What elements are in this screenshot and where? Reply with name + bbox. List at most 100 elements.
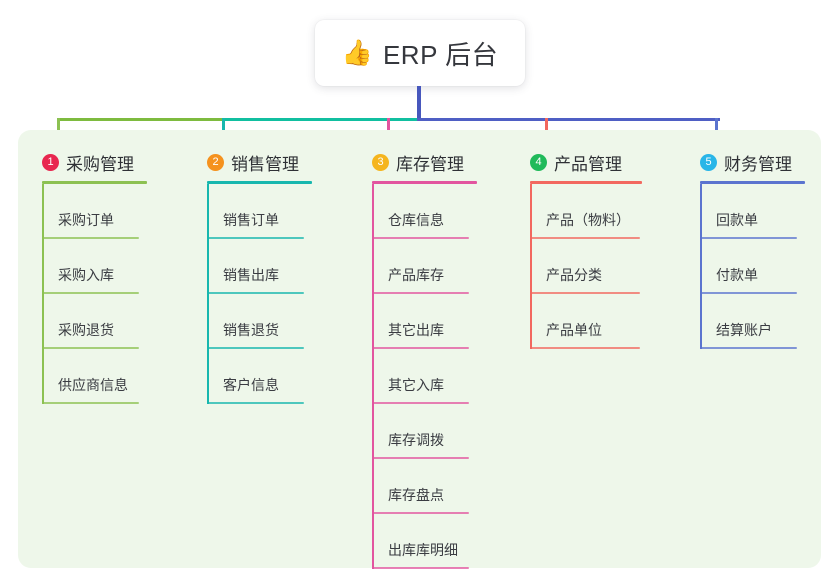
leaf-item[interactable]: 结算账户 xyxy=(700,294,805,349)
leaf-item-label: 付款单 xyxy=(716,267,758,283)
leaf-item-label: 库存调拨 xyxy=(388,432,444,448)
leaf-item-label: 库存盘点 xyxy=(388,487,444,503)
leaf-item-rule xyxy=(207,347,304,349)
leaf-item-label: 销售订单 xyxy=(223,212,279,228)
leaf-item-label: 产品分类 xyxy=(546,267,602,283)
column-header-3[interactable]: 3 库存管理 xyxy=(372,148,477,176)
column-spine xyxy=(207,184,209,404)
column-spine xyxy=(530,184,532,349)
leaf-item-label: 其它入库 xyxy=(388,377,444,393)
column-header-rule xyxy=(530,181,642,184)
root-stem-line xyxy=(417,86,421,121)
leaf-item-rule xyxy=(372,567,469,569)
leaf-item-label: 销售出库 xyxy=(223,267,279,283)
leaf-item[interactable]: 采购订单 xyxy=(42,184,147,239)
column-items: 采购订单采购入库采购退货供应商信息 xyxy=(42,184,147,404)
thumbs-up-icon: 👍 xyxy=(341,38,373,67)
column-index-badge: 2 xyxy=(207,153,224,171)
leaf-item[interactable]: 产品库存 xyxy=(372,239,477,294)
column-header-rule xyxy=(372,181,477,184)
leaf-item-rule xyxy=(372,347,469,349)
leaf-item-rule xyxy=(372,512,469,514)
column-index-badge: 4 xyxy=(530,153,547,171)
leaf-item-rule xyxy=(42,292,139,294)
leaf-item[interactable]: 其它出库 xyxy=(372,294,477,349)
leaf-item-rule xyxy=(530,237,640,239)
column-index-badge: 1 xyxy=(42,153,59,171)
leaf-item-label: 产品库存 xyxy=(388,267,444,283)
leaf-item-label: 产品（物料） xyxy=(546,212,630,228)
leaf-item-rule xyxy=(372,457,469,459)
column-header-1[interactable]: 1 采购管理 xyxy=(42,148,147,176)
leaf-item-rule xyxy=(372,402,469,404)
root-node[interactable]: 👍 ERP 后台 xyxy=(315,20,525,86)
leaf-item-rule xyxy=(207,402,304,404)
leaf-item-rule xyxy=(530,292,640,294)
leaf-item-rule xyxy=(372,292,469,294)
leaf-item-label: 产品单位 xyxy=(546,322,602,338)
leaf-item-label: 仓库信息 xyxy=(388,212,444,228)
leaf-item-label: 采购订单 xyxy=(58,212,114,228)
leaf-item-label: 销售退货 xyxy=(223,322,279,338)
leaf-item[interactable]: 库存盘点 xyxy=(372,459,477,514)
column-title: 产品管理 xyxy=(554,154,622,174)
leaf-item[interactable]: 供应商信息 xyxy=(42,349,147,404)
column-items: 产品（物料） 产品分类产品单位 xyxy=(530,184,642,349)
column-title: 财务管理 xyxy=(724,154,792,174)
column-spine xyxy=(372,184,374,569)
leaf-item[interactable]: 销售订单 xyxy=(207,184,312,239)
leaf-item-label: 采购退货 xyxy=(58,322,114,338)
root-node-content: 👍 ERP 后台 xyxy=(342,35,498,72)
leaf-item[interactable]: 出库库明细 xyxy=(372,514,477,569)
bus-segment-green xyxy=(58,118,226,121)
column-header-rule xyxy=(42,181,147,184)
leaf-item-rule xyxy=(700,347,797,349)
leaf-item-label: 回款单 xyxy=(716,212,758,228)
branch-column-3: 3 库存管理仓库信息产品库存其它出库其它入库库存调拨库存盘点出库库明细 xyxy=(372,148,477,569)
column-spine xyxy=(700,184,702,349)
bus-segment-indigo xyxy=(417,118,720,121)
leaf-item-label: 其它出库 xyxy=(388,322,444,338)
leaf-item[interactable]: 库存调拨 xyxy=(372,404,477,459)
leaf-item-rule xyxy=(700,292,797,294)
leaf-item-rule xyxy=(42,347,139,349)
leaf-item-label: 采购入库 xyxy=(58,267,114,283)
column-items: 回款单付款单结算账户 xyxy=(700,184,805,349)
column-title: 库存管理 xyxy=(396,154,464,174)
leaf-item-rule xyxy=(207,237,304,239)
leaf-item[interactable]: 仓库信息 xyxy=(372,184,477,239)
column-header-4[interactable]: 4 产品管理 xyxy=(530,148,642,176)
leaf-item[interactable]: 采购退货 xyxy=(42,294,147,349)
leaf-item[interactable]: 其它入库 xyxy=(372,349,477,404)
leaf-item-rule xyxy=(42,237,139,239)
leaf-item-rule xyxy=(42,402,139,404)
leaf-item-label: 客户信息 xyxy=(223,377,279,393)
column-items: 销售订单销售出库销售退货客户信息 xyxy=(207,184,312,404)
column-title: 采购管理 xyxy=(66,154,134,174)
leaf-item-rule xyxy=(530,347,640,349)
root-node-title: ERP 后台 xyxy=(382,39,499,70)
leaf-item[interactable]: 销售退货 xyxy=(207,294,312,349)
leaf-item[interactable]: 采购入库 xyxy=(42,239,147,294)
branch-column-4: 4 产品管理产品（物料） 产品分类产品单位 xyxy=(530,148,642,349)
leaf-item-rule xyxy=(372,237,469,239)
leaf-item[interactable]: 销售出库 xyxy=(207,239,312,294)
leaf-item-rule xyxy=(207,292,304,294)
leaf-item[interactable]: 客户信息 xyxy=(207,349,312,404)
column-header-2[interactable]: 2 销售管理 xyxy=(207,148,312,176)
leaf-item[interactable]: 回款单 xyxy=(700,184,805,239)
leaf-item[interactable]: 产品单位 xyxy=(530,294,642,349)
column-items: 仓库信息产品库存其它出库其它入库库存调拨库存盘点出库库明细 xyxy=(372,184,477,569)
branch-column-1: 1 采购管理采购订单采购入库采购退货供应商信息 xyxy=(42,148,147,404)
leaf-item-label: 出库库明细 xyxy=(388,542,458,558)
column-header-rule xyxy=(700,181,805,184)
leaf-item[interactable]: 产品（物料） xyxy=(530,184,642,239)
column-index-badge: 3 xyxy=(372,153,389,171)
leaf-item[interactable]: 产品分类 xyxy=(530,239,642,294)
column-title: 销售管理 xyxy=(231,154,299,174)
leaf-item[interactable]: 付款单 xyxy=(700,239,805,294)
column-header-rule xyxy=(207,181,312,184)
